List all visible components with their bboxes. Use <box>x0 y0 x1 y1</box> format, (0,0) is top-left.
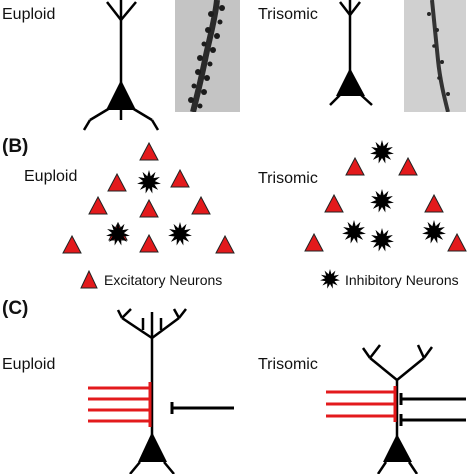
excitatory-neuron-triangle <box>139 233 159 253</box>
excitatory-neuron-triangle <box>304 232 324 252</box>
excitatory-neuron-triangle <box>345 156 365 176</box>
euploid-dendrite-image <box>175 0 240 112</box>
panel-c-letter: (C) <box>2 298 29 319</box>
excitatory-neuron-triangle <box>170 168 190 188</box>
excitatory-neuron-triangle <box>191 195 211 215</box>
panel-c-trisomic-inputs <box>326 386 466 426</box>
panel-a-euploid-label: Euploid <box>2 6 56 23</box>
excitatory-neuron-triangle <box>424 193 444 213</box>
panel-c-euploid-neuron <box>116 308 187 440</box>
inhibitory-neuron-star <box>342 220 366 244</box>
trisomic-dendrite-image <box>404 0 466 112</box>
inhibitory-neuron-star <box>137 170 161 194</box>
excitatory-neuron-triangle <box>324 193 344 213</box>
panel-b-trisomic-excitatory <box>304 156 467 252</box>
panel-c-trisomic-label: Trisomic <box>258 356 318 373</box>
excitatory-neuron-triangle <box>215 234 235 254</box>
panel-b-euploid-label: Euploid <box>24 168 78 185</box>
excitatory-neuron-triangle <box>447 232 467 252</box>
panel-c-euploid-soma <box>138 432 167 462</box>
panel-b-euploid-excitatory <box>62 141 235 254</box>
excitatory-neuron-triangle <box>88 195 108 215</box>
panel-b-letter: (B) <box>2 136 29 157</box>
inhibitory-neuron-star <box>106 222 130 246</box>
legend-inhibitory-label: Inhibitory Neurons <box>345 272 459 288</box>
inhibitory-neuron-star <box>320 269 340 289</box>
euploid-dendrite-micrograph <box>175 0 240 112</box>
panel-a-euploid-soma <box>106 80 136 110</box>
panel-a-euploid-neuron <box>82 0 160 131</box>
inhibitory-neuron-star <box>370 228 394 252</box>
panel-c-trisomic-soma <box>383 434 412 462</box>
inhibitory-neuron-star <box>168 222 192 246</box>
legend-inhibitory-star <box>320 269 340 289</box>
excitatory-neuron-triangle <box>62 234 82 254</box>
excitatory-neuron-triangle <box>139 198 159 218</box>
excitatory-neuron-triangle <box>107 172 127 192</box>
panel-c-euploid-label: Euploid <box>2 356 56 373</box>
legend-excitatory-triangle <box>80 269 98 289</box>
panel-b-euploid-inhibitory <box>106 170 192 246</box>
panel-a-trisomic-neuron <box>329 0 373 106</box>
panel-b-trisomic-inhibitory <box>342 140 446 252</box>
inhibitory-neuron-star <box>370 140 394 164</box>
panel-c-euploid-inputs <box>88 382 234 427</box>
panel-b-trisomic-label: Trisomic <box>258 170 318 187</box>
legend-excitatory-label: Excitatory Neurons <box>104 272 223 288</box>
excitatory-neuron-triangle <box>398 156 418 176</box>
panel-a-trisomic-soma <box>336 68 365 96</box>
panel-c-trisomic-neuron <box>361 344 434 442</box>
trisomic-dendrite-micrograph <box>404 0 466 112</box>
inhibitory-neuron-star <box>422 220 446 244</box>
panel-a-trisomic-label: Trisomic <box>258 6 318 23</box>
excitatory-neuron-triangle <box>139 141 159 161</box>
inhibitory-neuron-star <box>370 189 394 213</box>
